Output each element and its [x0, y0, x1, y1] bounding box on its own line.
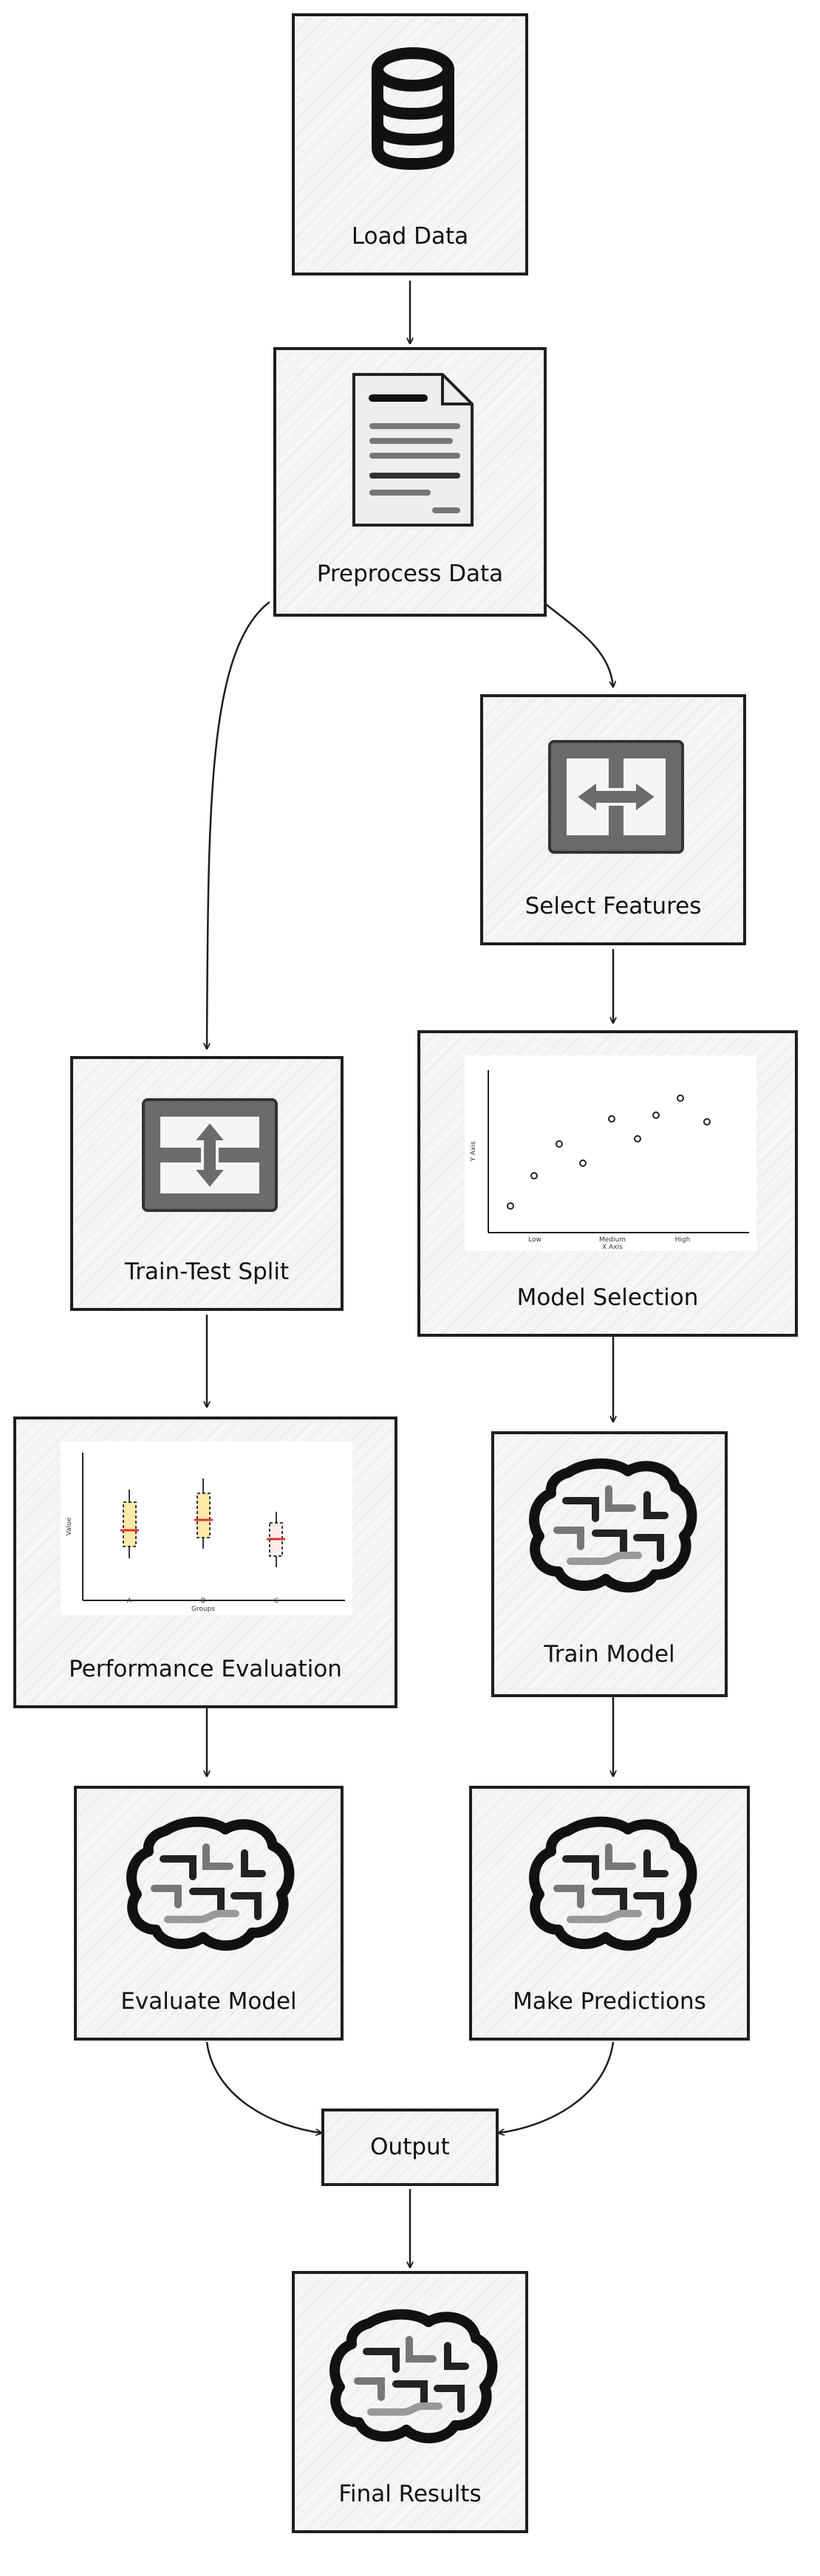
node-model-selection[interactable]: Low Medium High X Axis Y Axis Model Sele…	[417, 1030, 798, 1337]
scatter-point	[703, 1118, 711, 1126]
x-axis-label: X Axis	[602, 1244, 623, 1251]
node-label: Train Model	[544, 1641, 675, 1668]
node-make-predictions[interactable]: Make Predictions	[469, 1786, 750, 2041]
x-tick-label: B	[201, 1597, 205, 1605]
brain-icon	[529, 1816, 697, 1951]
scatter-point	[556, 1140, 563, 1148]
x-tick-label: Medium	[599, 1236, 626, 1244]
arrow-preprocess-to-select	[542, 601, 613, 687]
node-label: Make Predictions	[513, 1988, 706, 2015]
node-performance-evaluation[interactable]: A B C Groups Value Performance Evaluatio…	[13, 1417, 397, 1708]
scatter-point	[652, 1111, 660, 1119]
scatter-point	[530, 1172, 538, 1179]
document-icon	[352, 373, 474, 527]
scatter-point	[579, 1159, 587, 1167]
node-select-features[interactable]: Select Features	[480, 694, 746, 945]
box	[123, 1501, 137, 1547]
node-label: Select Features	[525, 893, 702, 919]
brain-icon	[329, 2309, 498, 2444]
scatter-point	[608, 1115, 615, 1123]
scatter-point	[507, 1202, 514, 1210]
node-label: Model Selection	[516, 1284, 699, 1311]
arrow-preprocess-to-split	[207, 601, 270, 1049]
database-icon	[372, 47, 454, 170]
brain-icon	[126, 1816, 295, 1951]
node-evaluate-model[interactable]: Evaluate Model	[74, 1786, 344, 2041]
node-train-model[interactable]: Train Model	[491, 1431, 728, 1697]
node-label: Output	[370, 2134, 450, 2160]
brain-icon	[529, 1458, 697, 1593]
arrow-evaluate-to-output	[205, 2041, 321, 2133]
x-tick-label: Low	[528, 1236, 541, 1244]
vertical-split-icon	[142, 1098, 278, 1212]
node-label: Final Results	[338, 2481, 482, 2507]
y-axis-label: Y Axis	[470, 1141, 477, 1162]
node-label: Performance Evaluation	[69, 1656, 342, 1682]
scatter-point	[634, 1135, 641, 1143]
x-tick-label: A	[127, 1597, 132, 1605]
node-preprocess-data[interactable]: Preprocess Data	[273, 347, 547, 617]
node-label: Load Data	[351, 223, 469, 250]
scatter-plot-thumbnail: Low Medium High X Axis Y Axis	[465, 1055, 756, 1251]
y-axis-label: Value	[66, 1517, 73, 1535]
arrow-predict-to-output	[499, 2041, 615, 2133]
scatter-point	[677, 1095, 684, 1102]
node-output[interactable]: Output	[321, 2109, 499, 2186]
node-label: Preprocess Data	[316, 561, 504, 587]
x-axis-label: Groups	[191, 1606, 215, 1613]
node-label: Train-Test Split	[124, 1258, 290, 1285]
node-label: Evaluate Model	[120, 1988, 297, 2015]
node-load-data[interactable]: Load Data	[292, 13, 528, 275]
x-tick-label: C	[274, 1597, 279, 1605]
node-train-test-split[interactable]: Train-Test Split	[70, 1056, 344, 1311]
boxplot-thumbnail: A B C Groups Value	[61, 1442, 352, 1615]
box	[197, 1493, 211, 1538]
horizontal-split-icon	[548, 740, 684, 854]
x-tick-label: High	[675, 1236, 691, 1244]
node-final-results[interactable]: Final Results	[292, 2271, 528, 2533]
